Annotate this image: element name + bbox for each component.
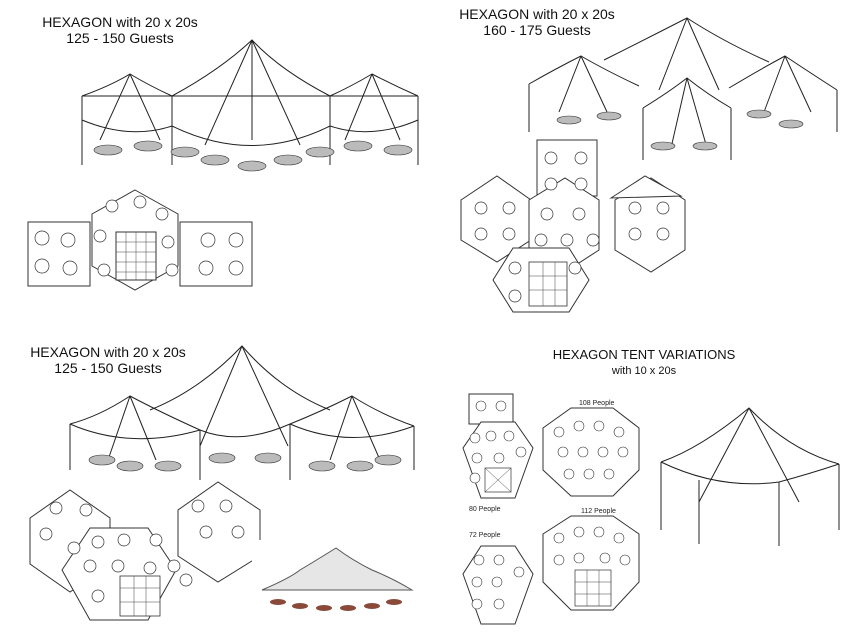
layout-caption: 108 People [579,400,615,407]
layout-caption: 112 People [581,508,616,515]
tent-illustration [29,345,422,640]
panel-hexagon-160-175: HEXAGON with 20 x 20s 160 - 175 Guests [429,0,858,320]
tent-illustration [460,17,838,313]
panel-title: HEXAGON with 20 x 20s 160 - 175 Guests [439,6,635,38]
tent-photo [252,540,422,640]
title-line: HEXAGON with 20 x 20s [459,6,615,22]
title-line: HEXAGON TENT VARIATIONS [552,347,736,362]
variations-illustration [462,393,840,625]
layout-caption: 72 People [469,532,501,539]
tent-illustration [660,407,840,546]
panel-hexagon-variations: HEXAGON TENT VARIATIONS with 10 x 20s 10… [429,320,858,642]
guest-count: 125 - 150 Guests [54,360,162,377]
tent-illustration [27,39,419,291]
panel-title: HEXAGON with 20 x 20s 125 - 150 Guests [8,344,208,376]
layout-caption: 80 People [469,506,501,513]
panel-title: HEXAGON with 20 x 20s 125 - 150 Guests [20,14,220,46]
subtitle-line: with 10 x 20s [611,364,677,377]
title-line: HEXAGON with 20 x 20s [42,14,198,30]
floor-plan [460,139,686,313]
panel-hexagon-125-150-a: HEXAGON with 20 x 20s 125 - 150 Guests [0,0,429,320]
guest-count: 160 - 175 Guests [483,22,591,39]
panel-title: HEXAGON TENT VARIATIONS with 10 x 20s [529,347,759,378]
title-line: HEXAGON with 20 x 20s [30,344,186,360]
guest-count: 125 - 150 Guests [66,30,174,47]
panel-hexagon-125-150-b: HEXAGON with 20 x 20s 125 - 150 Guests [0,320,429,642]
